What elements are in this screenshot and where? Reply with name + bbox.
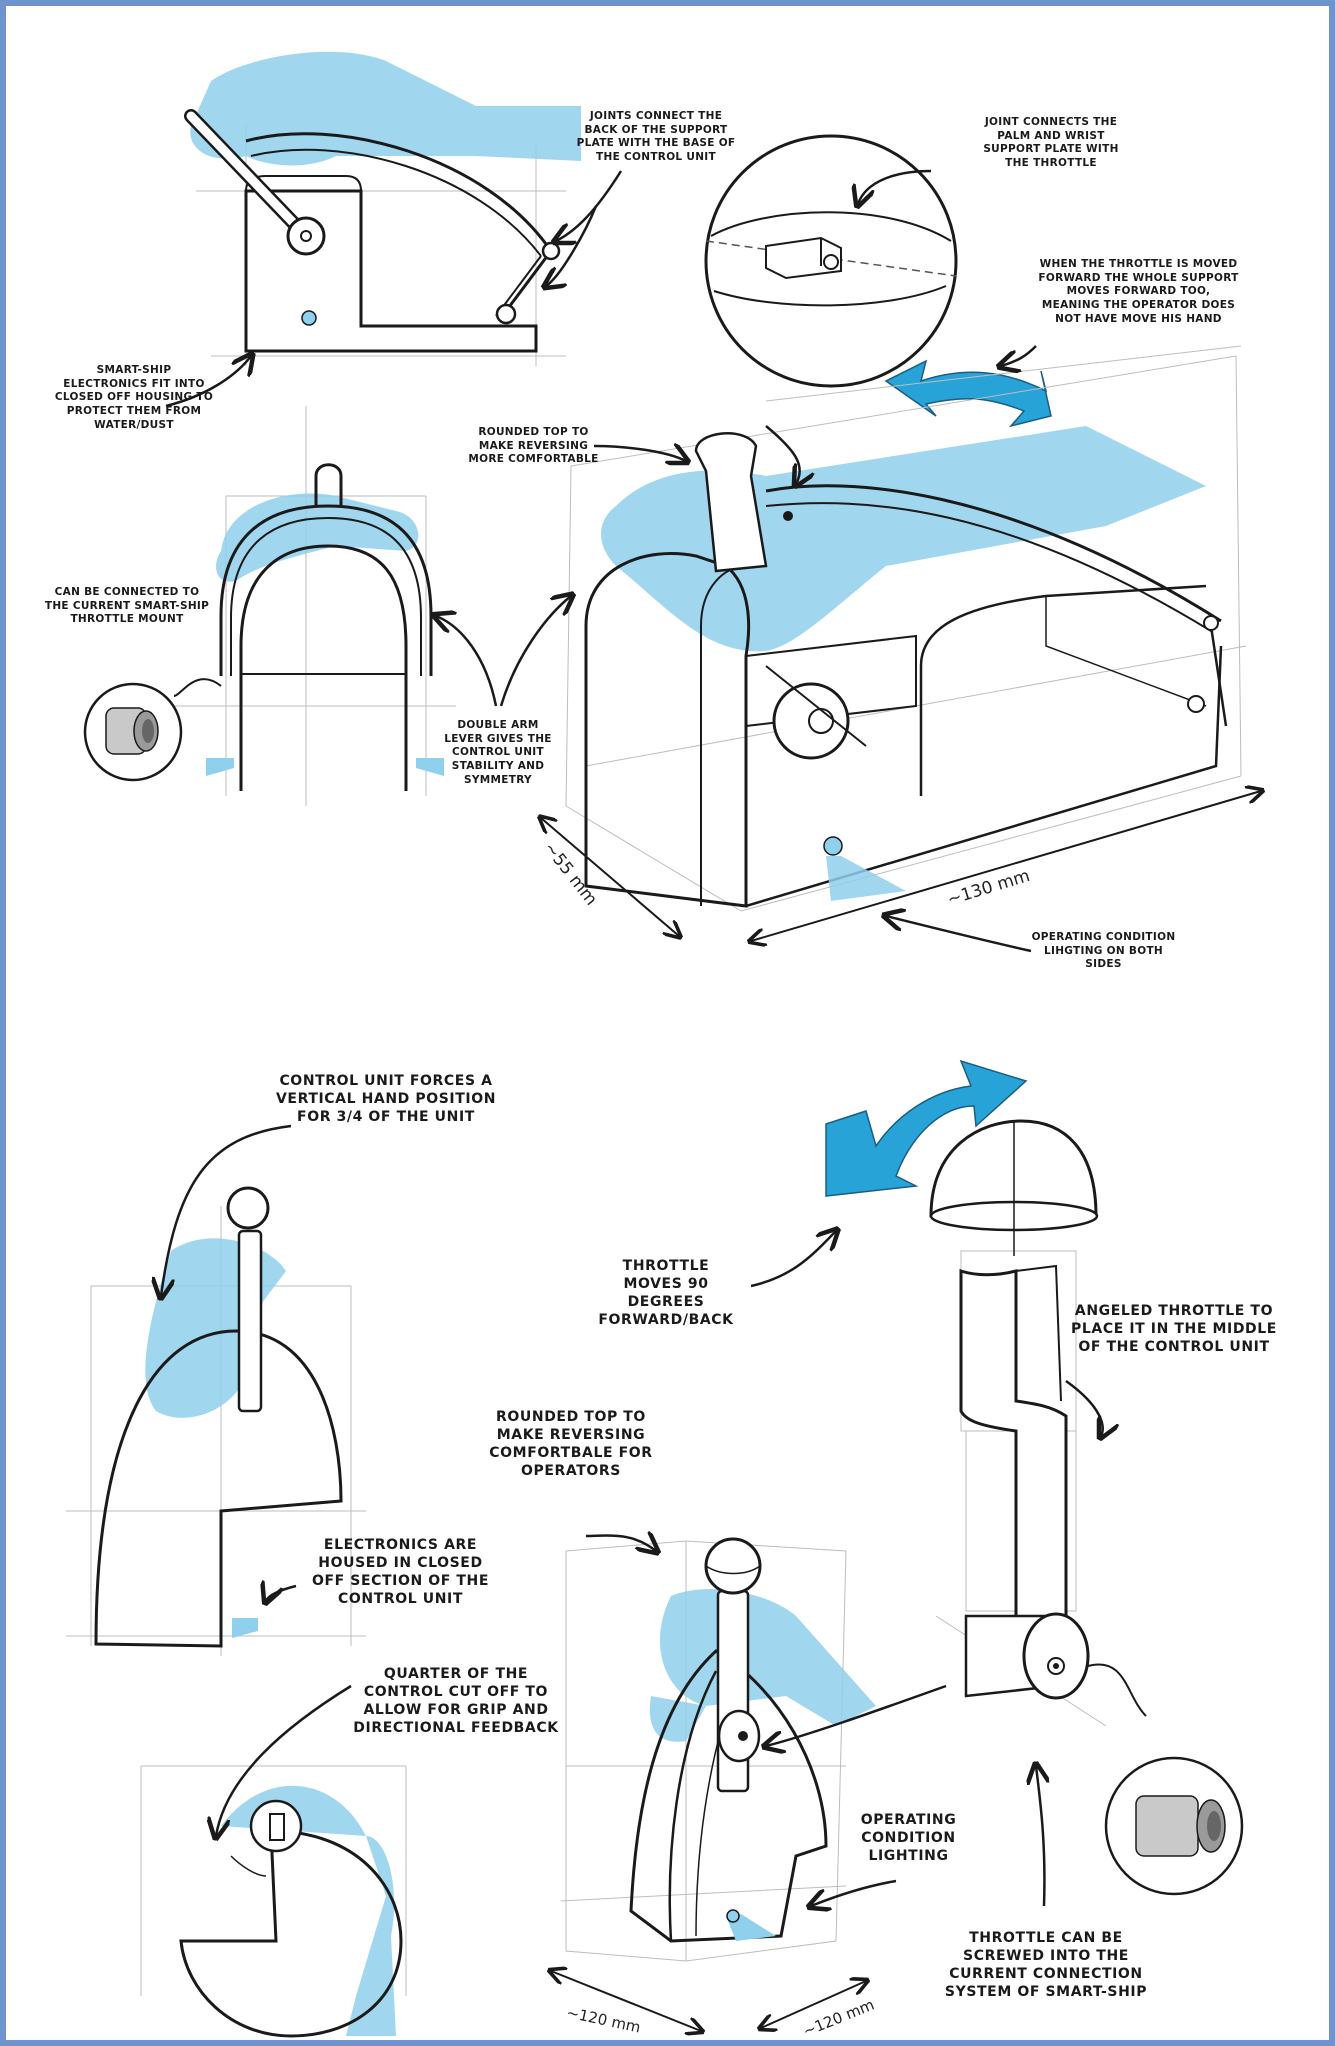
- note-operating-both: Operating condition lihgting on both sid…: [1031, 931, 1176, 971]
- top-view-sketch: [140, 1765, 407, 2038]
- perspective-unit-hand: [601, 426, 1206, 652]
- hand-profile-sketch: [66, 1186, 366, 1656]
- forward-back-arrow-large: [825, 1059, 1028, 1197]
- leader-arrows: [161, 169, 1103, 1906]
- hand-profile-housing: [94, 1329, 343, 1648]
- note-electronics-closed: Electronics are housed in closed off sec…: [311, 1537, 490, 1607]
- note-double-arm: Double arm lever gives the control unit …: [444, 719, 552, 786]
- note-operating-lighting: Operating condition lighting: [860, 1812, 957, 1864]
- forward-back-arrow-small: [884, 359, 1052, 428]
- note-electronics-housing: Smart-ship electronics fit into closed o…: [54, 364, 214, 431]
- perspective-unit-light: [823, 836, 843, 856]
- top-view-housing: [179, 1829, 403, 2038]
- top-view-hand: [221, 1785, 396, 2036]
- note-rounded-top-large: Rounded top to make reversing comfortbal…: [489, 1409, 653, 1479]
- throttle-shaft: [959, 1268, 1068, 1628]
- angled-throttle-sketch: [929, 1119, 1244, 1896]
- note-vertical-hand: Control unit forces a vertical hand posi…: [276, 1073, 497, 1125]
- bottom-unit-hand: [659, 1588, 876, 1726]
- bottom-unit-sketch: [551, 1537, 876, 2031]
- note-joints-back: Joints connect the back of the support p…: [576, 110, 736, 163]
- note-quarter-cut: Quarter of the control cut off to allow …: [353, 1666, 559, 1736]
- side-view-hand: [190, 51, 581, 166]
- side-view-support-plate: [245, 132, 553, 252]
- front-view-hand: [216, 493, 419, 582]
- note-throttle-moved: When the throttle is moved forward the w…: [1038, 258, 1239, 325]
- side-view-indicator-light: [301, 310, 317, 326]
- perspective-unit-housing: [584, 552, 751, 908]
- front-view-housing: [239, 544, 408, 791]
- concept-sketch-drawing: [66, 51, 1329, 2038]
- note-angeled-throttle: Angeled throttle to place it in the midd…: [1071, 1303, 1277, 1355]
- perspective-unit-sketch: [541, 345, 1261, 941]
- note-screwed: Throttle can be screwed into the current…: [944, 1930, 1148, 2000]
- note-throttle-90: Throttle moves 90 degrees forward/back: [598, 1258, 734, 1328]
- front-view-sketch: [83, 406, 456, 806]
- side-view-sketch: [184, 51, 581, 366]
- note-can-be-connected: Can be connected to the current smart-sh…: [44, 586, 210, 626]
- note-joint-palm: Joint connects the palm and wrist suppor…: [983, 116, 1119, 169]
- joint-detail-circle: [704, 134, 958, 388]
- note-rounded-top-small: Rounded top to make reversing more comfo…: [468, 426, 599, 466]
